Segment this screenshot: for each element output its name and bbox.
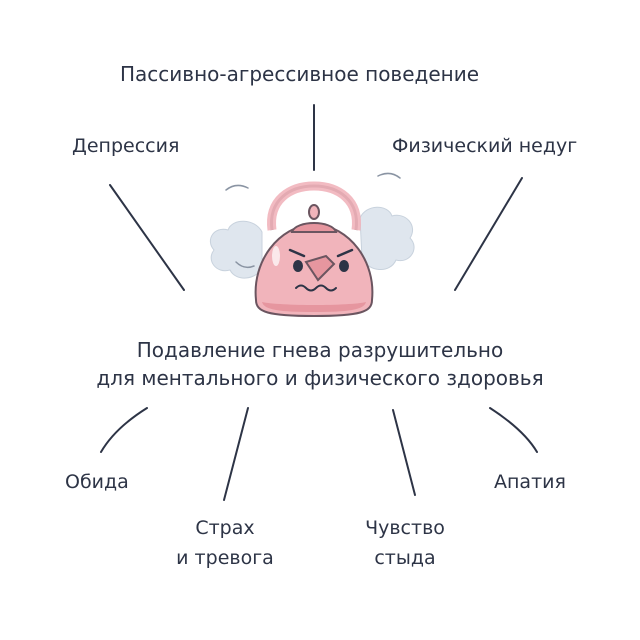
line-fear <box>223 407 249 501</box>
left-consequence-label: Депрессия <box>72 135 180 157</box>
central-statement-line-2: для ментального и физического здоровья <box>96 366 544 390</box>
shame-label-line-2: стыда <box>374 547 436 569</box>
apathy-label: Апатия <box>494 471 566 493</box>
steam-cloud-left <box>209 220 263 279</box>
shame-label-line-1: Чувство <box>365 517 445 539</box>
shame-label: Чувство стыда <box>330 516 480 570</box>
top-consequence-label: Пассивно-агрессивное поведение <box>120 62 480 86</box>
angry-kettle-illustration <box>254 181 374 318</box>
kettle-lid <box>290 222 338 233</box>
kettle-lid-knob <box>308 204 320 220</box>
steam-clouds <box>209 206 415 279</box>
line-right <box>454 177 523 291</box>
line-resentment <box>100 407 148 453</box>
right-eye <box>339 260 349 272</box>
steam-cloud-right <box>359 206 415 270</box>
kettle-spout <box>304 254 336 282</box>
line-shame <box>392 409 416 496</box>
connector-lines <box>100 104 538 501</box>
steam-swirls <box>225 172 401 269</box>
left-eye <box>293 260 303 272</box>
line-apathy <box>489 407 538 453</box>
kettle-handle-fill <box>267 181 361 231</box>
wavy-mouth <box>295 284 337 292</box>
central-statement: Подавление гнева разрушительно для мента… <box>0 336 640 392</box>
fear-label-line-2: и тревога <box>176 547 274 569</box>
kettle-shine <box>272 246 280 266</box>
right-eyebrow <box>336 248 354 258</box>
central-statement-line-1: Подавление гнева разрушительно <box>136 338 504 362</box>
resentment-label: Обида <box>65 471 129 493</box>
fear-label: Страх и тревога <box>150 516 300 570</box>
left-eyebrow <box>288 248 306 258</box>
line-left <box>109 184 185 291</box>
fear-label-line-1: Страх <box>195 517 255 539</box>
right-consequence-label: Физический недуг <box>392 135 578 157</box>
kettle-body-shade <box>262 302 366 312</box>
